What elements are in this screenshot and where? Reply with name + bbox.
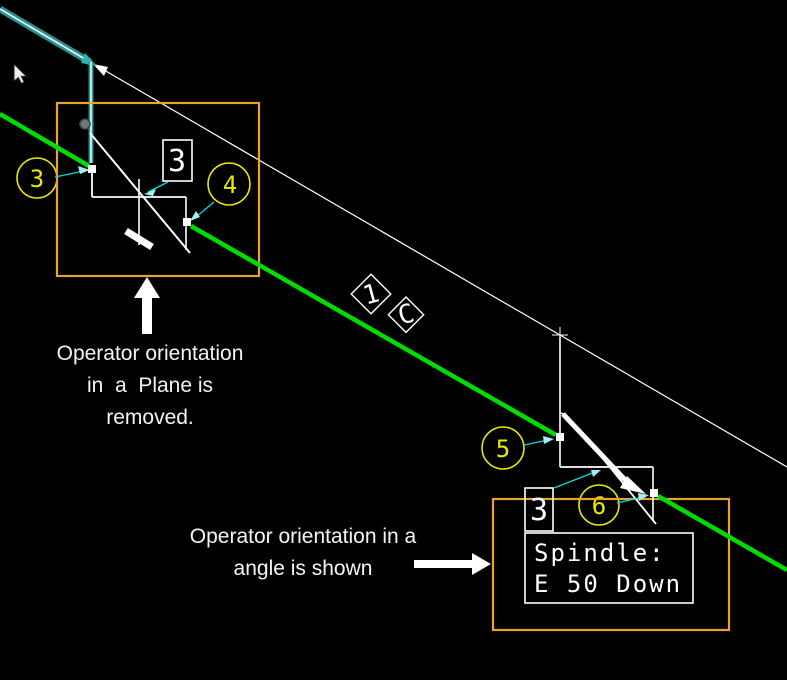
leader-square-1 xyxy=(147,181,169,193)
annotation-angle-shown-line2: angle is shown xyxy=(233,557,373,580)
green-line-segment-3[interactable] xyxy=(656,494,787,572)
rotated-label-1-text: 1 xyxy=(360,278,383,311)
annotation-plane-removed-line3: removed. xyxy=(106,406,194,429)
balloon-5-circle[interactable] xyxy=(481,426,525,470)
leader-balloon-3-arrowhead xyxy=(78,166,90,174)
annotation-arrows xyxy=(134,277,491,575)
leader-square-2-arrowhead xyxy=(591,470,601,477)
spindle-note-line2: E 50 Down xyxy=(534,570,682,598)
annotation-angle-shown: Operator orientation in a angle is shown xyxy=(155,521,451,585)
annotation-plane-removed: Operator orientation in a Plane is remov… xyxy=(18,338,282,434)
green-line-segment-2[interactable] xyxy=(189,224,558,437)
endpoint-dot-1[interactable] xyxy=(88,165,96,173)
figure2-tool-arrowhead xyxy=(620,476,646,494)
spindle-note: Spindle: E 50 Down xyxy=(524,532,694,604)
wireframe-diagonal-line[interactable] xyxy=(91,62,787,468)
wireframe-diagonal xyxy=(91,62,787,468)
annotation-angle-shown-line1: Operator orientation in a xyxy=(189,525,417,548)
figure2-hypotenuse[interactable] xyxy=(599,454,657,525)
leaders xyxy=(54,166,649,504)
flag-square-1-label: 3 xyxy=(168,144,186,179)
mouse-cursor xyxy=(13,62,28,85)
figure2-tool-bar[interactable] xyxy=(561,412,630,485)
group-box-top[interactable] xyxy=(55,101,261,278)
balloon-6-circle[interactable] xyxy=(578,484,620,526)
rotated-label-c-text: C xyxy=(395,298,418,331)
rotated-labels: 1 C xyxy=(350,273,425,334)
flag-square-2[interactable] xyxy=(524,487,554,532)
rotated-label-c-box[interactable] xyxy=(387,296,425,334)
direction-arrowhead-white xyxy=(93,64,108,76)
leader-balloon-5-arrowhead xyxy=(543,436,554,444)
up-arrow xyxy=(134,277,160,334)
green-line-segment-1[interactable] xyxy=(0,112,91,168)
spindle-note-line1: Spindle: xyxy=(534,539,666,567)
operator-figure-plane xyxy=(88,132,191,254)
leader-balloon-4-arrowhead xyxy=(190,211,200,221)
balloon-3-label: 3 xyxy=(30,165,44,193)
operator-figure-angle xyxy=(552,327,658,525)
selected-plane-edges xyxy=(0,5,97,163)
figure1-tool-bar[interactable] xyxy=(124,228,154,250)
endpoint-dot-2[interactable] xyxy=(183,218,191,226)
balloon-6-label: 6 xyxy=(592,492,606,520)
right-arrow xyxy=(414,553,491,575)
endpoint-dot-3[interactable] xyxy=(556,433,564,441)
leader-balloon-4 xyxy=(195,201,215,218)
leader-square-2 xyxy=(553,471,596,489)
gray-node-dot[interactable] xyxy=(79,118,91,130)
group-box-bottom[interactable] xyxy=(491,497,731,632)
annotation-plane-removed-line1: Operator orientation xyxy=(56,342,244,365)
leader-balloon-6-arrowhead xyxy=(638,493,649,501)
rotated-label-1-box[interactable] xyxy=(350,273,392,315)
balloon-4-circle[interactable] xyxy=(207,162,251,206)
flag-square-2-label: 3 xyxy=(530,493,548,528)
balloon-4-label: 4 xyxy=(223,171,237,199)
balloon-5-label: 5 xyxy=(496,435,510,463)
toolpath-green xyxy=(0,112,787,572)
figure1-hypotenuse[interactable] xyxy=(89,132,191,254)
flag-square-1[interactable] xyxy=(162,139,193,182)
endpoint-dot-4[interactable] xyxy=(650,489,658,497)
leader-balloon-3 xyxy=(54,170,85,178)
spindle-note-box[interactable] xyxy=(524,532,694,604)
annotation-plane-removed-line2: in a Plane is xyxy=(86,374,214,397)
selected-edge-diagonal-core xyxy=(0,8,91,63)
flag-squares: 3 3 xyxy=(162,139,554,532)
leader-square-1-arrowhead xyxy=(144,189,156,196)
